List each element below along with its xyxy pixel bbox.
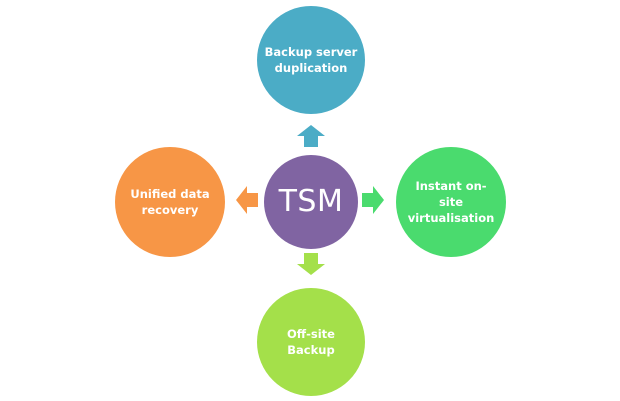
arrow-left-icon xyxy=(236,186,258,214)
arrow-right-icon xyxy=(362,186,384,214)
arrow-down-shape xyxy=(297,253,325,275)
node-label: Backup server duplication xyxy=(264,45,358,75)
node-offsite-backup: Off-site Backup xyxy=(257,288,365,396)
node-instant-onsite-virtualisation: Instant on- site virtualisation xyxy=(396,147,506,257)
node-unified-data-recovery: Unified data recovery xyxy=(115,147,225,257)
arrow-up-icon xyxy=(297,125,325,147)
node-label: Instant on- site virtualisation xyxy=(407,179,495,225)
node-label: Unified data recovery xyxy=(130,187,210,217)
arrow-down-icon xyxy=(297,253,325,275)
center-node-label: TSM xyxy=(278,184,344,219)
node-label: Off-site Backup xyxy=(287,327,335,357)
arrow-up-shape xyxy=(297,125,325,147)
node-backup-server-duplication: Backup server duplication xyxy=(257,6,365,114)
center-node-tsm: TSM xyxy=(264,155,358,249)
arrow-right-shape xyxy=(362,186,384,214)
arrow-left-shape xyxy=(236,186,258,214)
